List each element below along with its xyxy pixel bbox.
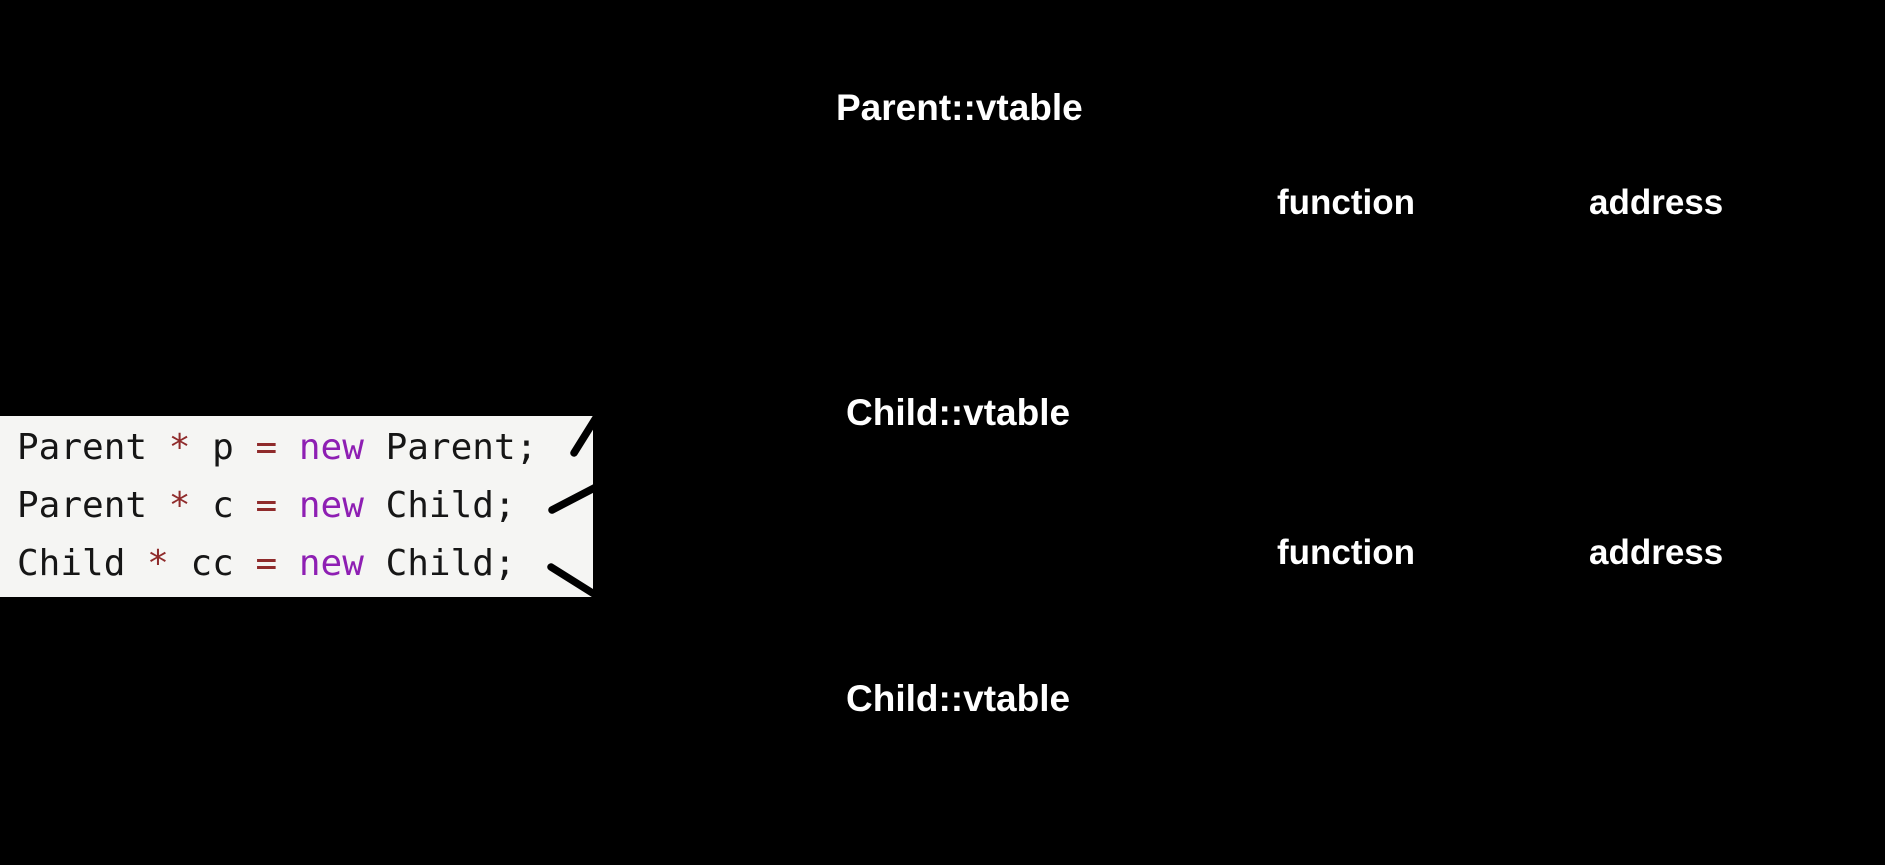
parent-vtable-function-header: function [1277, 183, 1416, 222]
child-vtable-1-address-header: address [1589, 533, 1724, 572]
code-snippet-box: Parent * p = new Parent; Parent * c = ne… [0, 416, 593, 597]
parent-vtable-title: Parent::vtable [836, 87, 1083, 128]
child-vtable-2-title: Child::vtable [846, 678, 1071, 719]
code-line-child-cc: Child * cc = new Child; [17, 543, 516, 584]
child-vtable-1-function-header: function [1277, 533, 1416, 572]
parent-vtable-address-header: address [1589, 183, 1724, 222]
code-line-parent-p: Parent * p = new Parent; [17, 427, 538, 468]
child-vtable-1-title: Child::vtable [846, 392, 1071, 433]
code-line-parent-c: Parent * c = new Child; [17, 485, 516, 526]
